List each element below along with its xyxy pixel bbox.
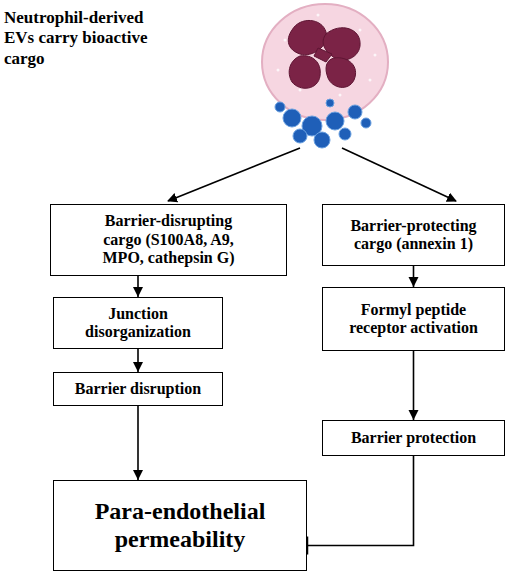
process-box: Barrier protection (322, 420, 505, 456)
split-arrow (342, 148, 456, 201)
split-arrow (168, 148, 300, 201)
cell-body (262, 4, 388, 120)
arrow-connector (133, 276, 143, 297)
inhibition-connector (307, 456, 414, 555)
vesicles (275, 99, 371, 148)
process-box: Formyl peptide receptor activation (322, 287, 505, 351)
box-text: Barrier-protecting cargo (annexin 1) (331, 217, 496, 254)
arrow-connector (409, 266, 419, 287)
arrow-connector (133, 349, 143, 372)
box-text: Para-endothelial permeability (66, 498, 294, 553)
box-text: Barrier-disrupting cargo (S100A8, A9, MP… (91, 212, 246, 267)
box-text: Formyl peptide receptor activation (337, 301, 490, 338)
box-text: Barrier disruption (75, 380, 201, 398)
arrow-connector (133, 406, 143, 480)
cell-granules (277, 14, 377, 97)
outcome-box: Para-endothelial permeability (53, 480, 307, 571)
figure-label: Neutrophil-derived EVs carry bioactive c… (4, 8, 164, 69)
box-text: Barrier protection (351, 429, 476, 447)
process-box: Junction disorganization (53, 297, 223, 349)
arrow-connector (409, 351, 419, 420)
process-box: Barrier disruption (53, 372, 223, 406)
process-box: Barrier-protecting cargo (annexin 1) (322, 204, 505, 266)
lobed-nucleus (288, 20, 360, 88)
process-box: Barrier-disrupting cargo (S100A8, A9, MP… (50, 204, 287, 276)
box-text: Junction disorganization (64, 305, 212, 342)
